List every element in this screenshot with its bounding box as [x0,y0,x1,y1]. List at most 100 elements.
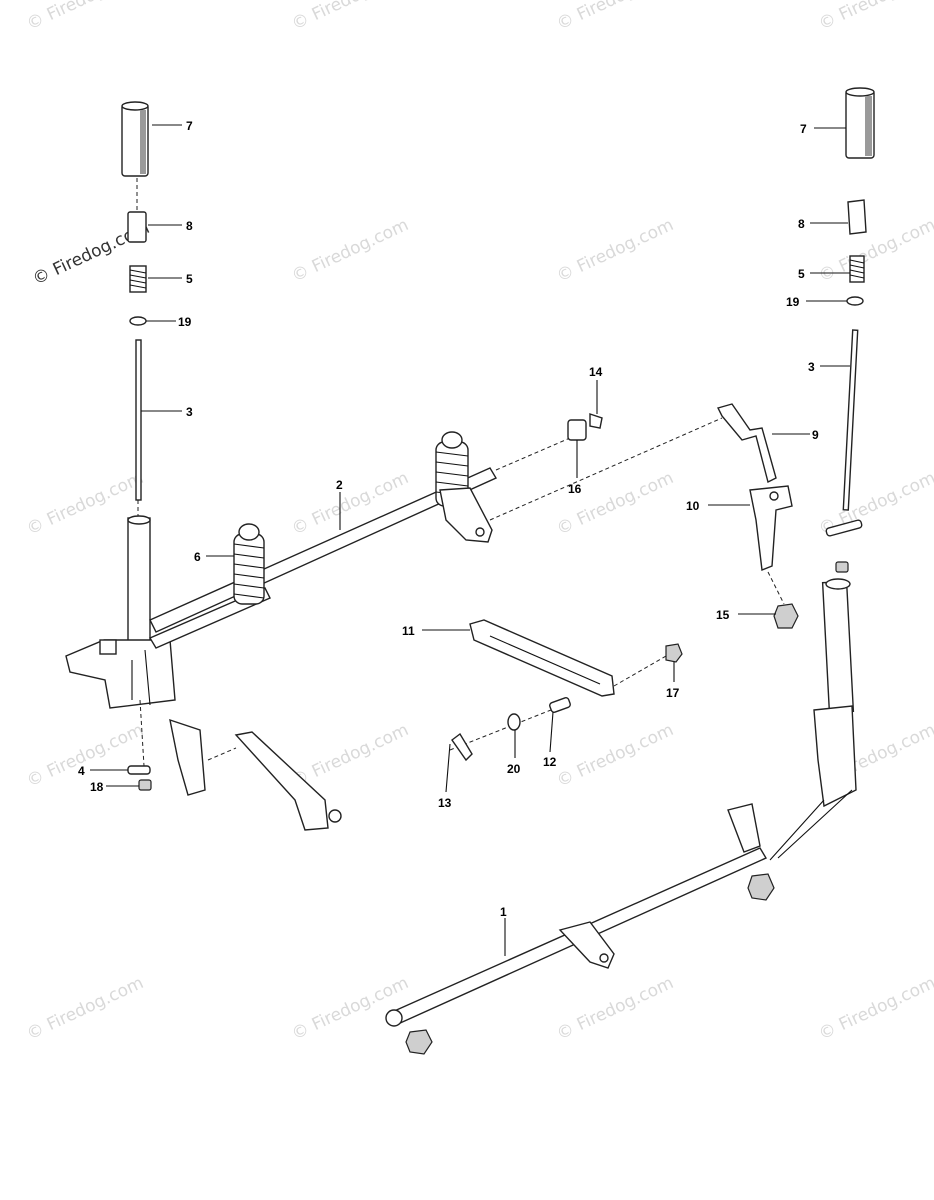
left-control-stack [65,101,342,831]
part-14-clip[interactable] [589,413,603,429]
left-bracket [65,639,176,709]
callout-5-right: 5 [798,267,805,281]
grip-top [845,87,875,97]
part-8-left-bushing[interactable] [127,211,147,243]
watermark: © Firedog.com [816,0,934,35]
right-pin [825,519,863,537]
part-19-left-washer[interactable] [129,316,147,326]
callout-labels: 7 8 5 19 3 7 8 5 19 3 14 9 2 16 10 6 15 … [78,119,819,919]
watermark: © Firedog.com [289,0,412,35]
callout-3-right: 3 [808,360,815,374]
left-lower-linkage [169,718,206,796]
part-6-spring[interactable] [233,523,265,605]
right-nut [835,561,849,573]
part-20-washer[interactable] [507,713,521,731]
shaft-nut-bottom [405,1029,433,1055]
part-12-pin[interactable] [549,697,571,713]
callout-8-left: 8 [186,219,193,233]
bracket-strut [769,789,853,861]
watermark: © Firedog.com [554,468,677,540]
part-5-left-spring[interactable] [129,265,147,293]
callout-20: 20 [507,762,521,776]
axis-dash [767,571,785,605]
cross-shaft-assembly [148,413,723,649]
watermark: © Firedog.com [554,0,677,35]
grip-shade [140,110,146,174]
watermark: © Firedog.com [24,0,147,35]
bottom-shaft-assembly [385,803,775,1055]
callout-7-left: 7 [186,119,193,133]
plate-hole [475,527,485,537]
left-control-tube [127,517,151,659]
axis-dash [207,747,237,761]
watermark: © Firedog.com [289,215,412,287]
tube-top [127,515,151,525]
part-13-cotter-pin[interactable] [451,732,473,762]
center-linkage-group [449,619,683,762]
callout-14: 14 [589,365,603,379]
right-control-tube [821,580,855,714]
watermark: © Firedog.com [554,215,677,287]
plate-detail [489,635,601,685]
part-5-right-spring[interactable] [849,255,865,283]
watermark: © Firedog.com [816,215,934,287]
callout-2: 2 [336,478,343,492]
shaft-nut-top [747,873,775,901]
arm-hole [769,491,779,501]
callout-3-left: 3 [186,405,193,419]
watermark: © Firedog.com [816,973,934,1045]
grip-top [121,101,149,111]
left-arm [234,731,329,831]
part-17-nut[interactable] [665,643,683,663]
upper-arm [727,803,761,853]
shaft-end [385,1009,403,1027]
right-control-stack [769,87,875,861]
callout-12: 12 [543,755,557,769]
tube-top [825,578,851,590]
bracket-slot [131,649,151,706]
bracket-bolt [99,639,117,655]
watermark: © Firedog.com [289,468,412,540]
part-3-left-rod[interactable] [135,339,142,501]
callout-18: 18 [90,780,104,794]
part-11-link-plate[interactable] [469,619,615,697]
callout-6: 6 [194,550,201,564]
part-8-right-bushing[interactable] [847,199,867,235]
callout-16: 16 [568,482,582,496]
part-18-nut[interactable] [138,779,152,791]
axis-dash [613,655,667,687]
part-15-nut[interactable] [773,603,799,629]
watermark: © Firedog.com [554,720,677,792]
arm-hole [599,953,609,963]
part-9-link-rod[interactable] [716,403,777,484]
part-19-right-washer[interactable] [846,296,864,306]
part-3-right-rod[interactable] [842,329,859,511]
right-linkage-group [716,403,799,629]
callout-5-left: 5 [186,272,193,286]
axis-dash [449,707,557,751]
callout-8-right: 8 [798,217,805,231]
callout-15: 15 [716,608,730,622]
callout-10: 10 [686,499,700,513]
callout-19-right: 19 [786,295,800,309]
watermark: © Firedog.com [289,973,412,1045]
leader-lines [90,124,850,956]
axis-dash [489,417,723,521]
arm-eye [328,809,342,823]
part-16-bushing[interactable] [567,419,587,441]
watermark: © Firedog.com [289,720,412,792]
callout-9: 9 [812,428,819,442]
callout-17: 17 [666,686,680,700]
axis-dash [495,437,571,471]
watermark: © Firedog.com [24,720,147,792]
callout-13: 13 [438,796,452,810]
callout-11: 11 [402,624,415,638]
callout-4: 4 [78,764,85,778]
watermark: © Firedog.com [554,973,677,1045]
right-bracket [813,705,857,808]
callout-19-left: 19 [178,315,192,329]
part-4-pin[interactable] [127,765,151,775]
part-10-arm[interactable] [749,485,793,571]
watermark: © Firedog.com [24,973,147,1045]
